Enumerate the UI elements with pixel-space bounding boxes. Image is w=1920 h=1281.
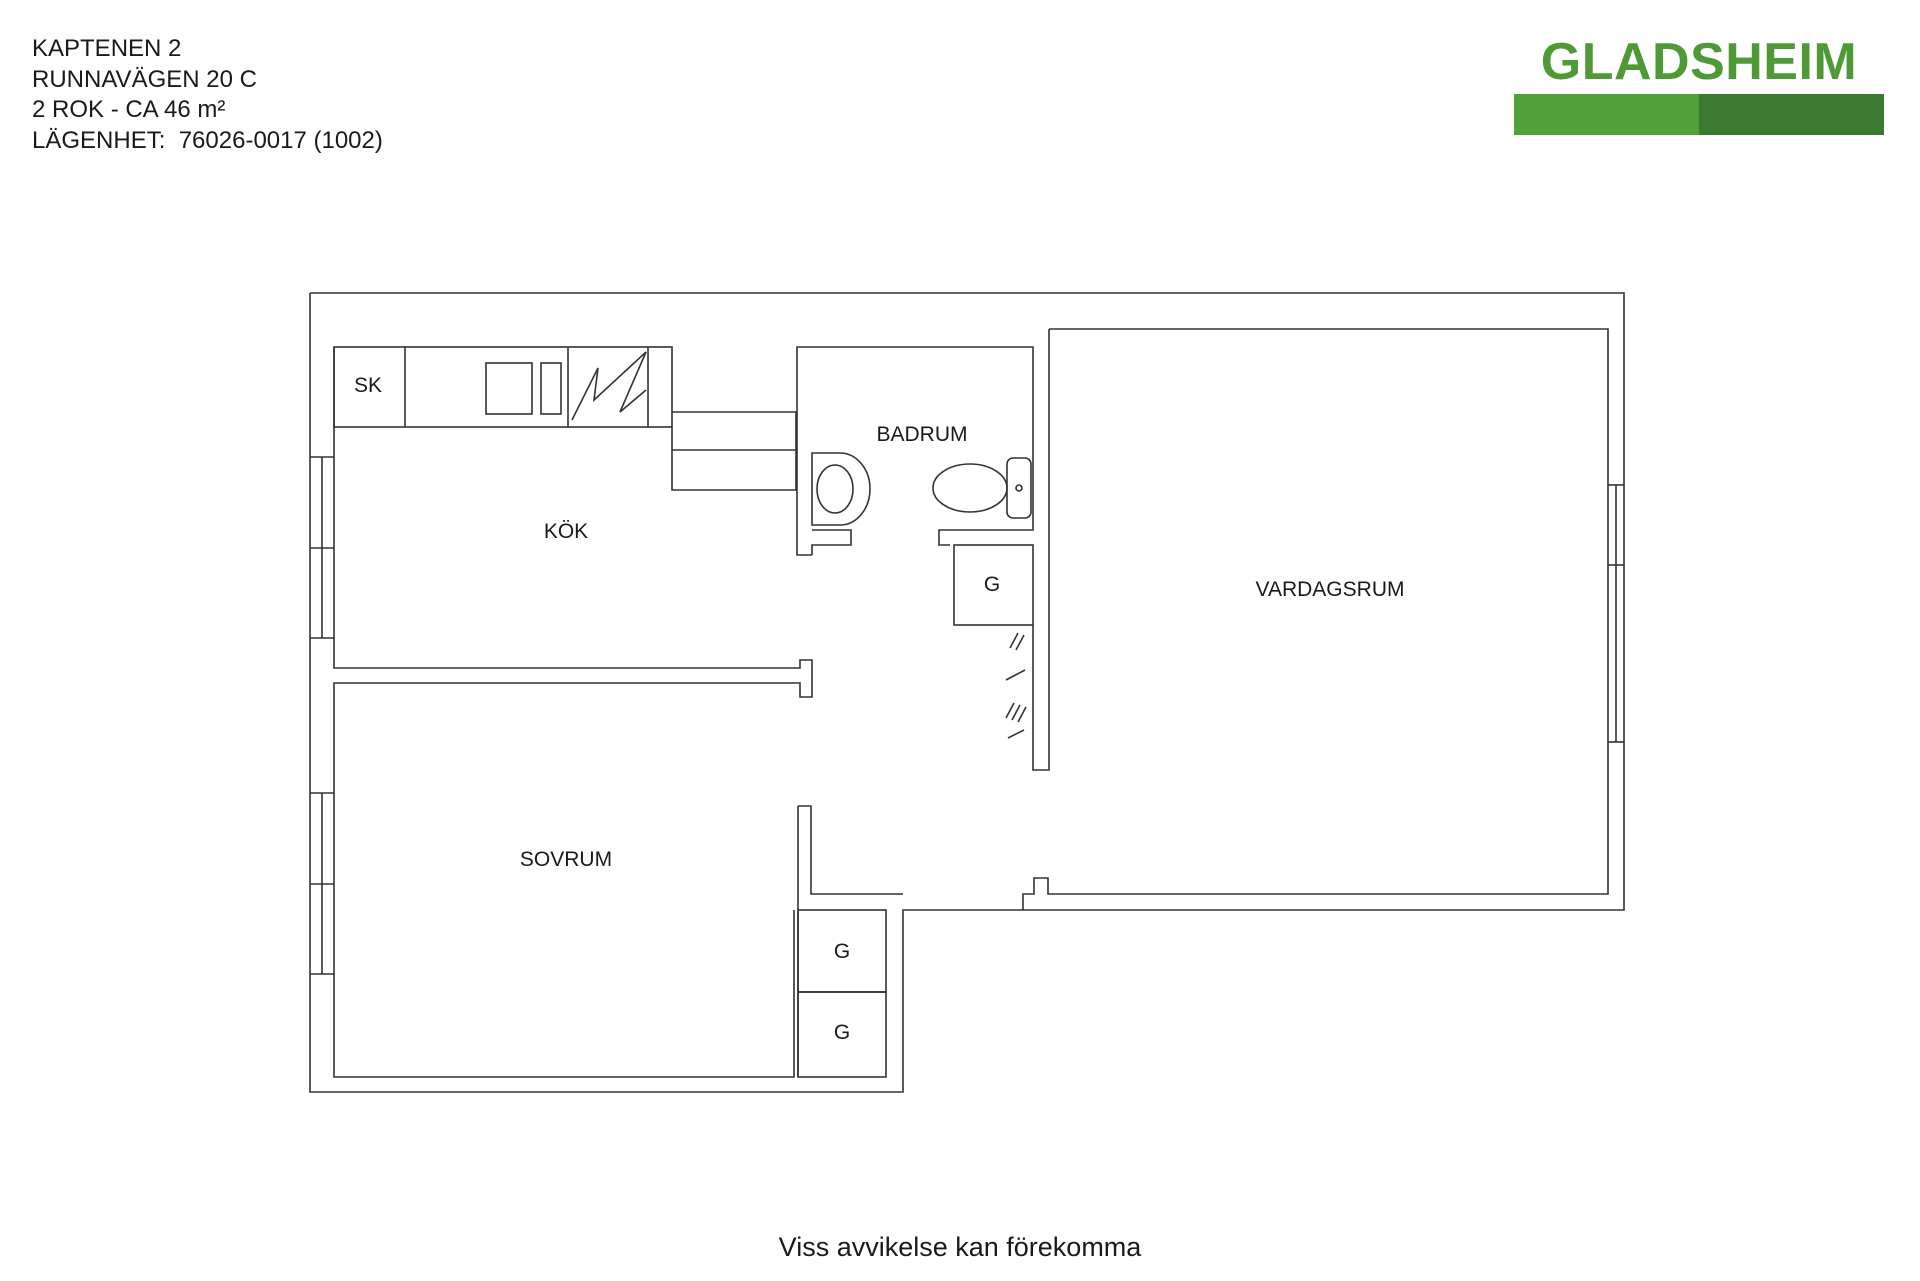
label-sk: SK — [354, 374, 382, 397]
hall-wall — [1032, 329, 1050, 771]
inner-wall-vardagsrum — [1022, 328, 1609, 910]
bathroom-wall — [796, 346, 1034, 556]
label-kok: KÖK — [544, 520, 588, 543]
label-g-bed-2: G — [834, 1021, 850, 1044]
stove-symbol — [571, 351, 647, 421]
wardrobe-hatch — [1005, 632, 1027, 739]
label-vardagsrum: VARDAGSRUM — [1256, 578, 1405, 601]
logo-bar-light — [1514, 94, 1699, 135]
label-g-bed-1: G — [834, 940, 850, 963]
outer-wall — [309, 292, 1625, 1093]
window-kitchen — [310, 456, 334, 639]
wardrobe-2 — [797, 991, 887, 1078]
kitchen-counter — [333, 346, 673, 428]
label-badrum: BADRUM — [876, 423, 967, 446]
toilet-tank — [1006, 457, 1032, 519]
address-block: KAPTENEN 2 RUNNAVÄGEN 20 C 2 ROK - CA 46… — [32, 34, 383, 156]
apartment-number: LÄGENHET: 76026-0017 (1002) — [32, 126, 383, 154]
logo-text: GLADSHEIM — [1540, 33, 1858, 91]
label-sovrum: SOVRUM — [520, 848, 612, 871]
hall-closet — [953, 544, 1034, 626]
label-g-hall: G — [984, 573, 1000, 596]
inner-wall-kitchen — [333, 347, 813, 1078]
wash-basin — [811, 452, 871, 526]
street-address: RUNNAVÄGEN 20 C — [32, 65, 257, 93]
apartment-size: 2 ROK - CA 46 m² — [32, 96, 226, 123]
kitchen-extension — [671, 411, 797, 491]
logo-bar — [1514, 94, 1884, 135]
gladsheim-logo: GLADSHEIM — [1514, 30, 1884, 135]
kitchen-sink — [485, 362, 533, 415]
toilet-bowl — [932, 463, 1008, 513]
kitchen-sink-2 — [540, 362, 562, 415]
window-sovrum — [310, 792, 334, 975]
logo-bar-dark — [1699, 94, 1884, 135]
disclaimer: Viss avvikelse kan förekomma — [778, 1232, 1142, 1262]
property-name: KAPTENEN 2 — [32, 35, 182, 62]
window-vardagsrum — [1608, 484, 1624, 743]
inner-wall-sovrum-right — [798, 805, 903, 895]
